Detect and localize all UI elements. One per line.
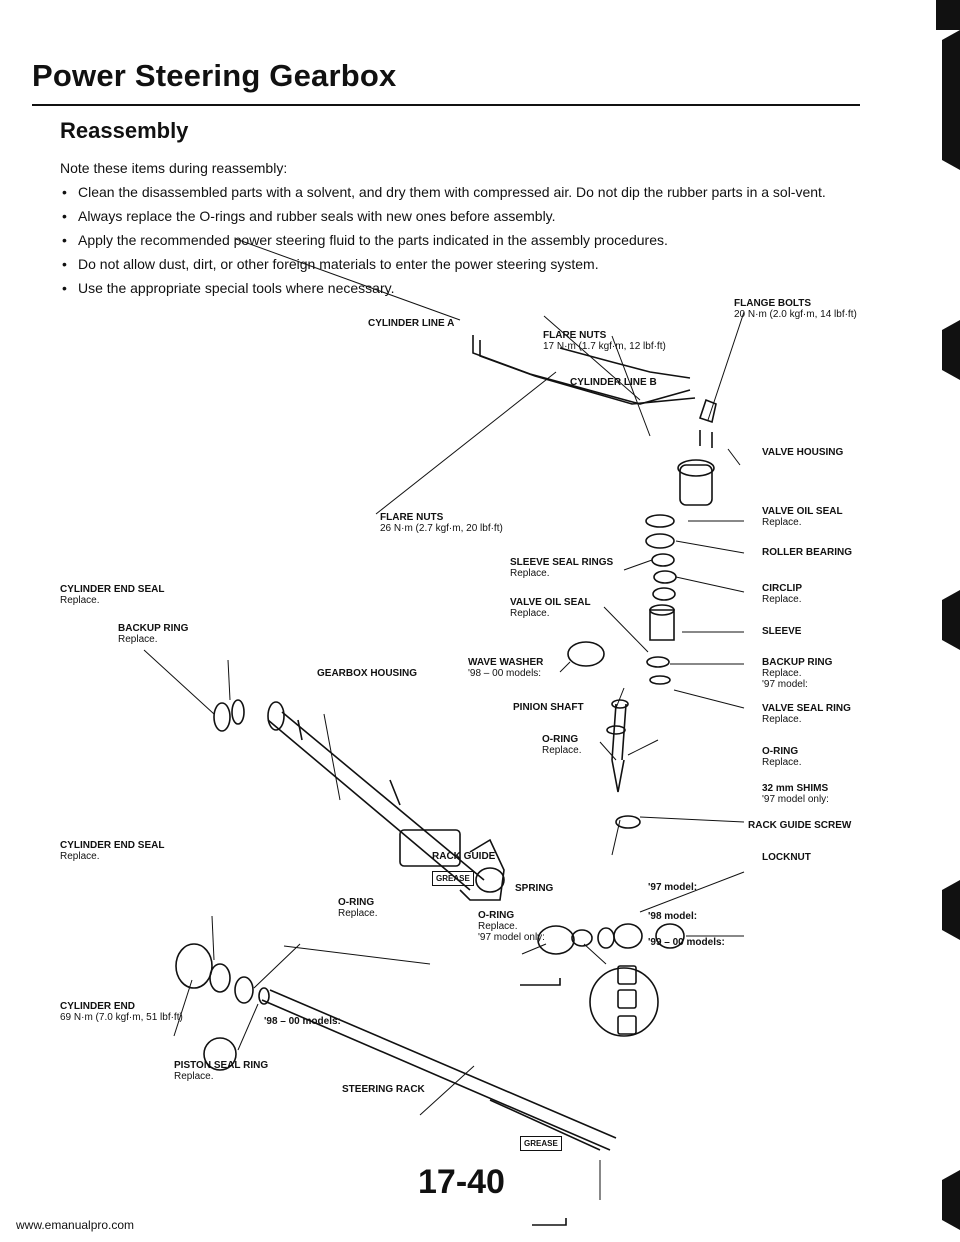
note-item: Do not allow dust, dirt, or other foreig… [60,255,880,273]
page-number: 17-40 [418,1163,505,1201]
rack-guide-screw [613,923,643,949]
grease-icon: GREASE [432,871,474,886]
shims [615,815,641,829]
intro-text: Note these items during reassembly: [60,160,288,176]
binding-edge-marks [936,0,960,1230]
label-rack-guide: RACK GUIDE [432,851,496,862]
grease-icon: GREASE [520,1136,562,1151]
title-rule [32,104,860,106]
footer-url[interactable]: www.emanualpro.com [16,1218,135,1232]
note-item: Use the appropriate special tools where … [60,279,880,297]
label-shims: 32 mm SHIMS'97 model only: [762,783,829,805]
piston-seal-ring [203,1037,237,1071]
label-rack-guide-screw: RACK GUIDE SCREW [748,820,852,831]
label-valve-housing: VALVE HOUSING [762,447,844,458]
label-gearbox-housing: GEARBOX HOUSING [317,668,418,679]
page-title: Power Steering Gearbox [32,58,397,93]
label-cylinder-line-b: CYLINDER LINE B [570,377,657,388]
rack-guide [537,925,575,955]
valve-oil-seal [645,514,675,528]
label-wave-washer: WAVE WASHER'98 – 00 models: [468,657,544,679]
label-pinion-shaft: PINION SHAFT [513,702,584,713]
label-models-98-00: '98 – 00 models: [264,1016,341,1027]
cylinder-line-b [479,340,696,405]
steering-rack [261,989,617,1151]
valve-housing [679,464,713,506]
locknut [655,923,685,949]
gearbox-housing [267,711,485,891]
label-model-97: '97 model: [648,882,698,893]
backup-ring [646,656,670,668]
note-item: Apply the recommended power steering flu… [60,231,880,249]
label-model-99-00: '99 – 00 models: [648,937,725,948]
label-locknut: LOCKNUT [762,852,811,863]
section-title: Reassembly [60,118,189,143]
roller-bearing [645,533,675,549]
label-spring: SPRING [515,883,554,894]
label-steering-rack: STEERING RACK [342,1084,425,1095]
wave-washer [567,641,605,667]
sleeve [649,609,675,641]
note-item: Always replace the O-rings and rubber se… [60,207,880,225]
cylinder-end-seal [213,702,231,732]
label-roller-bearing: ROLLER BEARING [762,547,852,558]
pinion-shaft [611,703,627,793]
notes-list: Clean the disassembled parts with a solv… [60,183,880,303]
note-item: Clean the disassembled parts with a solv… [60,183,880,201]
label-sleeve: SLEEVE [762,626,802,637]
label-cylinder-line-a: CYLINDER LINE A [368,318,455,329]
label-model-98: '98 model: [648,911,698,922]
